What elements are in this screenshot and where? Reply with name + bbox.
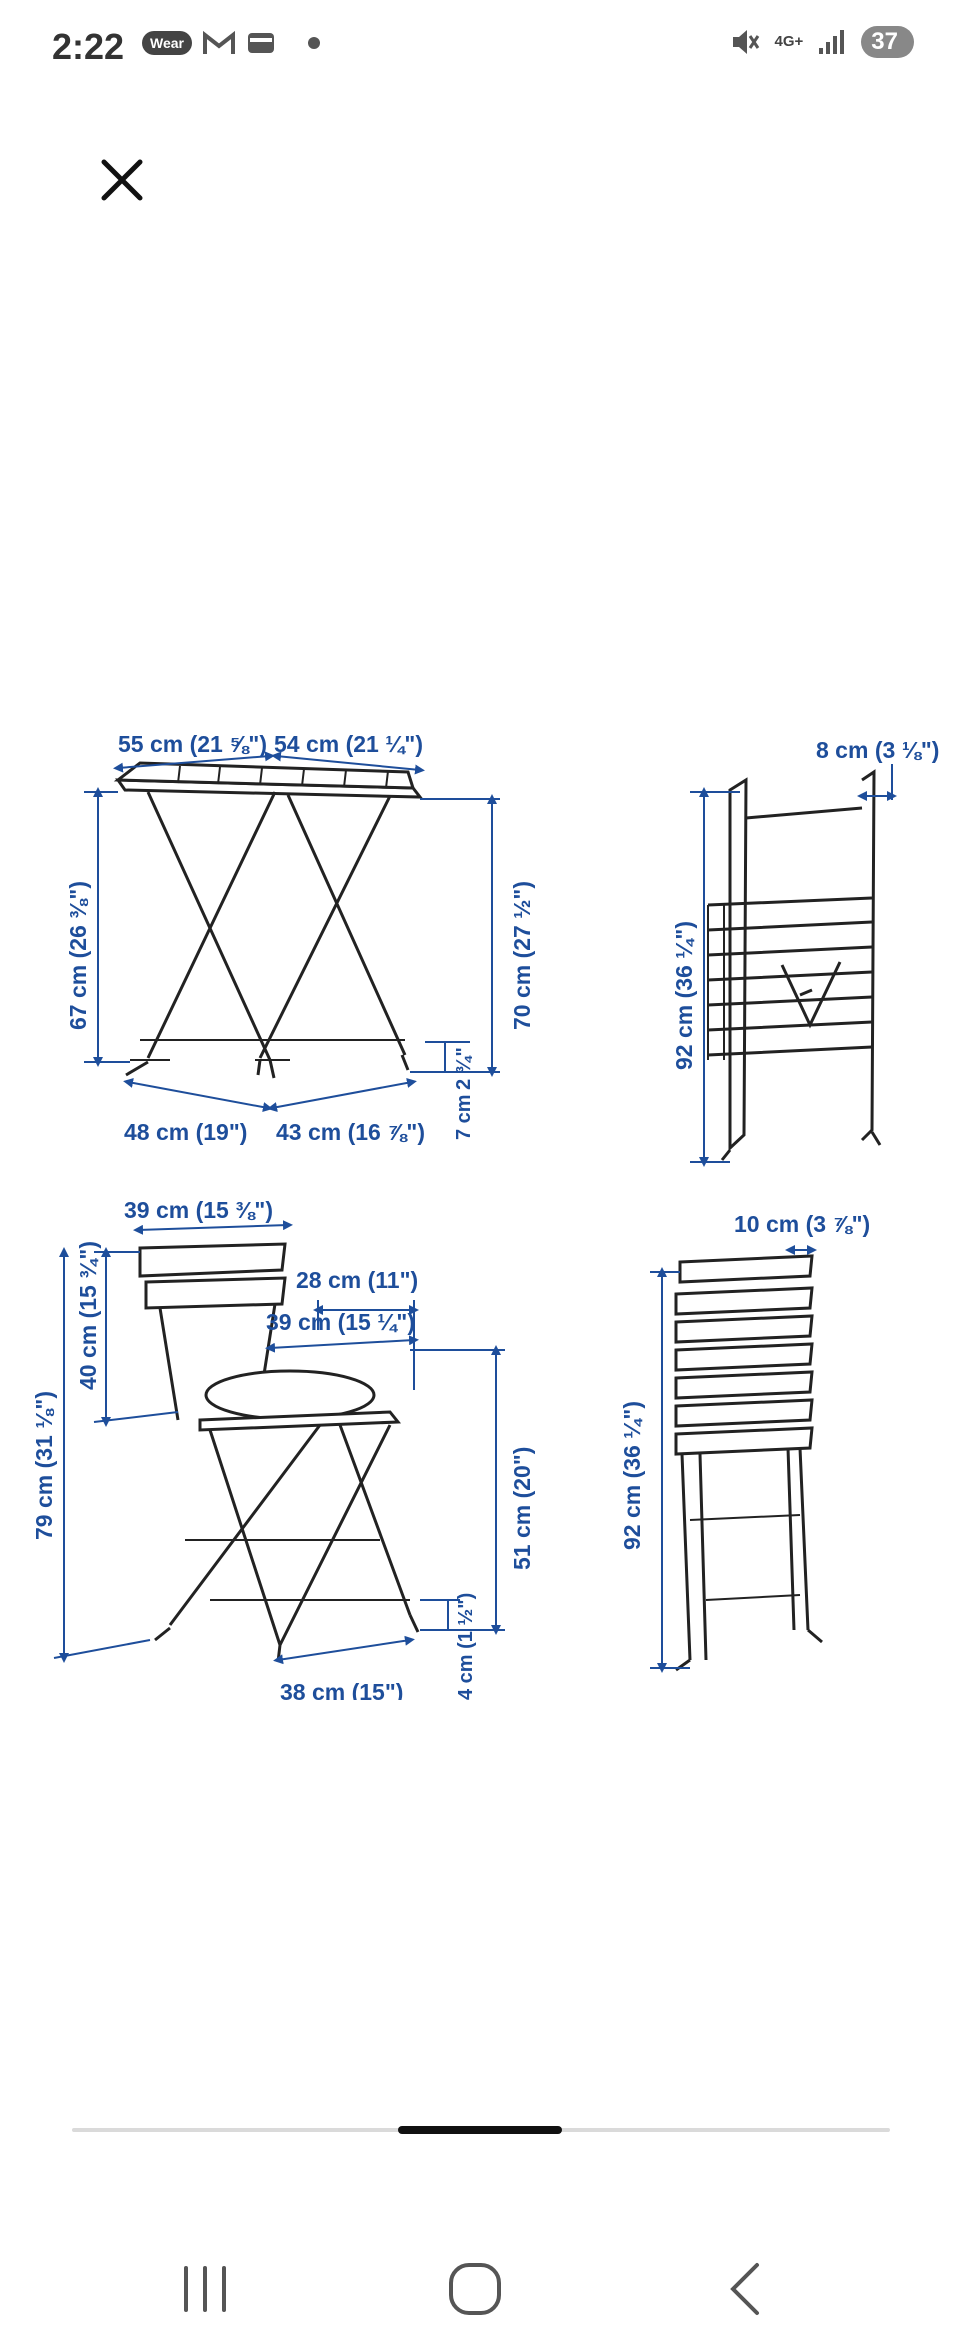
table-base-depth-label: 43 cm (16 ⅞") <box>276 1119 425 1145</box>
table-foot-cm-label: 7 cm <box>453 1094 475 1140</box>
status-time: 2:22 <box>52 26 125 67</box>
chair-seat-width-label: 39 cm (15 ¼") <box>266 1309 415 1335</box>
network-type: 4G+ <box>774 33 804 50</box>
chair-total-height-label: 79 cm (31 ⅛") <box>31 1391 57 1540</box>
table-depth-label: 54 cm (21 ¼") <box>274 731 423 757</box>
folded-chair-height-label: 92 cm (36 ¼") <box>619 1401 645 1550</box>
table-width-label: 55 cm (21 ⅝") <box>118 731 267 757</box>
folded-table-illustration <box>707 769 882 1161</box>
folded-chair-illustration <box>674 1254 823 1672</box>
folded-table-thickness-label: 8 cm (3 ⅛") <box>816 737 939 763</box>
table-base-width-label: 48 cm (19") <box>124 1119 247 1145</box>
back-button[interactable] <box>700 2254 790 2324</box>
battery-icon: 37 <box>861 26 914 58</box>
chair-back-width-label: 39 cm (15 ⅜") <box>124 1197 273 1223</box>
folded-table-height-label: 92 cm (36 ¼") <box>671 921 697 1070</box>
folded-chair-thickness-label: 10 cm (3 ⅞") <box>734 1211 870 1237</box>
table-illustration <box>113 761 424 1079</box>
table-height-left-label: 67 cm (26 ⅜") <box>65 881 91 1030</box>
product-dimension-drawing: 55 cm (21 ⅝") 54 cm (21 ¼") 67 cm (26 ⅜"… <box>31 731 939 1700</box>
recent-apps-icon <box>184 2266 226 2312</box>
chair-seat-depth-label: 28 cm (11") <box>296 1267 418 1293</box>
folded-table-dimension-lines <box>690 764 897 1167</box>
back-icon <box>730 2263 759 2315</box>
carousel-progress-thumb[interactable] <box>398 2126 562 2134</box>
chair-seat-height-label: 51 cm (20") <box>509 1447 535 1570</box>
chair-back-height-label: 40 cm (15 ¾") <box>75 1241 101 1390</box>
wear-icon: Wear <box>142 31 192 55</box>
close-icon <box>101 159 143 201</box>
status-bar: 2:22 Wear 4G+ 37 <box>0 0 960 100</box>
wallet-icon <box>247 33 274 53</box>
chair-base-label: 38 cm (15") <box>280 1679 403 1700</box>
mute-icon <box>732 30 759 54</box>
dot-icon <box>307 37 320 49</box>
navigation-bar <box>0 2220 960 2347</box>
signal-icon <box>819 30 845 54</box>
recent-apps-button[interactable] <box>160 2254 250 2324</box>
table-dimension-lines <box>84 751 500 1113</box>
chair-dimension-lines <box>53 1220 505 1665</box>
chair-foot-label: 4 cm (1 ½") <box>455 1593 477 1700</box>
gmail-icon <box>202 30 235 54</box>
home-icon <box>449 2263 501 2315</box>
home-button[interactable] <box>430 2254 520 2324</box>
folded-chair-dimension-lines <box>650 1245 817 1673</box>
table-height-right-label: 70 cm (27 ½") <box>509 881 535 1030</box>
table-foot-inch-label: 2 ¾" <box>453 1047 475 1090</box>
chair-illustration <box>138 1242 420 1663</box>
close-button[interactable] <box>92 150 152 210</box>
